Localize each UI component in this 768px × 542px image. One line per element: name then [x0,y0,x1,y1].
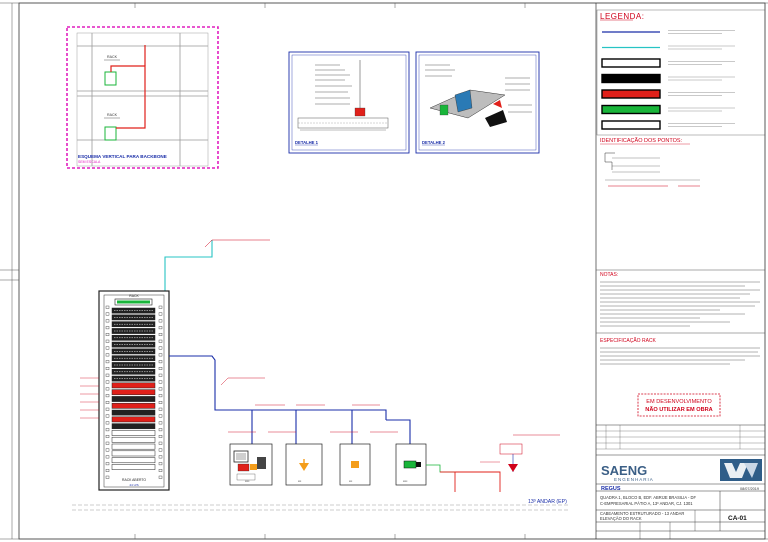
floor-label: 13º ANDAR (EP) [528,499,567,505]
detail-2: DETALHE 2 [415,51,540,154]
outlet-box-3 [339,443,371,486]
legend-swatch-5 [601,89,661,99]
backbone-schema: RACK RACK ESQUEMA VERTICAL PARA BACKBONE… [66,26,219,169]
address-line1: QUADRA 1, BLOCO B, EDF. ABRIJE BRASILIA … [600,495,697,500]
rack-spec-title: ESPECIFICAÇÃO RACK [600,337,657,344]
rack-unit [111,436,156,443]
outlet-box-4 [395,443,427,486]
client-name: REGUS [601,486,621,492]
svg-text:▪▪▪: ▪▪▪ [298,479,301,483]
legend-swatch-6 [601,104,661,115]
rack-unit [111,443,156,450]
stamp-line2: NÃO UTILIZAR EM OBRA [645,406,712,413]
svg-text:▪▪▪: ▪▪▪ [349,479,352,483]
notes-title: NOTAS: [600,272,618,278]
rack-unit [111,334,156,341]
stamp-line1: EM DESENVOLVIMENTO [646,399,712,405]
rack-unit [111,328,156,334]
rack-unit [111,416,156,423]
title-block: SAENG ENGENHARIA REGUS 08/07/2019 QUADRA… [596,424,765,539]
rack-unit [111,368,156,375]
rack-unit [111,375,156,382]
outlet-box-2 [285,443,323,486]
rack-unit [111,362,156,368]
address-line2: C-EMPRESARIAL PÁTIO A, 13º ANDAR, CJ. 13… [600,501,693,506]
rack-unit [111,430,156,436]
development-stamp: EM DESENVOLVIMENTO NÃO UTILIZAR EM OBRA [637,393,721,417]
rack-unit [111,321,156,328]
legend-swatch-7 [601,120,661,130]
svg-text:RACK: RACK [107,113,118,117]
rack-top-label: RACK [129,294,139,298]
legend-swatch-4 [601,73,661,84]
drawing-title-2: ELEVAÇÃO DO RACK [600,516,642,521]
legend-title: LEGENDA: [600,12,644,21]
drawing-title-1: CABEAMENTO ESTRUTURADO - 13 ANDAR [600,511,684,516]
svg-text:▪▪▪▪: ▪▪▪▪ [403,479,407,483]
rack-unit [111,382,156,389]
rack-unit [111,450,156,457]
rack-unit [111,396,156,402]
points-identification: IDENTIFICAÇÃO DOS PONTOS: [600,137,700,187]
points-id-title: IDENTIFICAÇÃO DOS PONTOS: [600,137,683,144]
rack-unit [111,464,156,470]
svg-text:▪▪▪▪: ▪▪▪▪ [245,479,249,483]
schema-title: ESQUEMA VERTICAL PARA BACKBONE [78,154,167,159]
rack-unit [111,423,156,430]
rack-bottom-sub: 44 U/S [129,483,138,487]
rack-unit [111,307,156,314]
rack-bottom-label: RACK ABERTO [122,478,146,482]
notes: NOTAS: ESPECIFICAÇÃO RACK [596,269,765,365]
rack-diagram: RACK RACK ABERTO 44 U/S [72,239,568,511]
company-sub: ENGENHARIA [614,477,654,482]
rack-unit [111,314,156,321]
schema-subtitle: SEM ESCALA [78,160,101,164]
detail-1-title: DETALHE 1 [295,140,319,145]
legend-swatch-3 [601,58,661,68]
rack-unit [111,341,156,348]
tb-date: 08/07/2019 [740,487,759,491]
legend: LEGENDA: [596,9,766,136]
rack-unit [111,409,156,416]
detail-2-title: DETALHE 2 [422,140,446,145]
detail-1: DETALHE 1 [288,51,410,154]
rack-unit [111,389,156,396]
company-logo-icon [720,459,762,481]
rack-unit [111,355,156,362]
rack-unit [111,348,156,355]
company-name: SAENG [601,463,647,478]
rack-unit [111,457,156,464]
outlet-box-1 [229,443,273,486]
rack-unit [111,402,156,409]
svg-text:RACK: RACK [107,55,118,59]
sheet-number: CA-01 [728,515,747,522]
